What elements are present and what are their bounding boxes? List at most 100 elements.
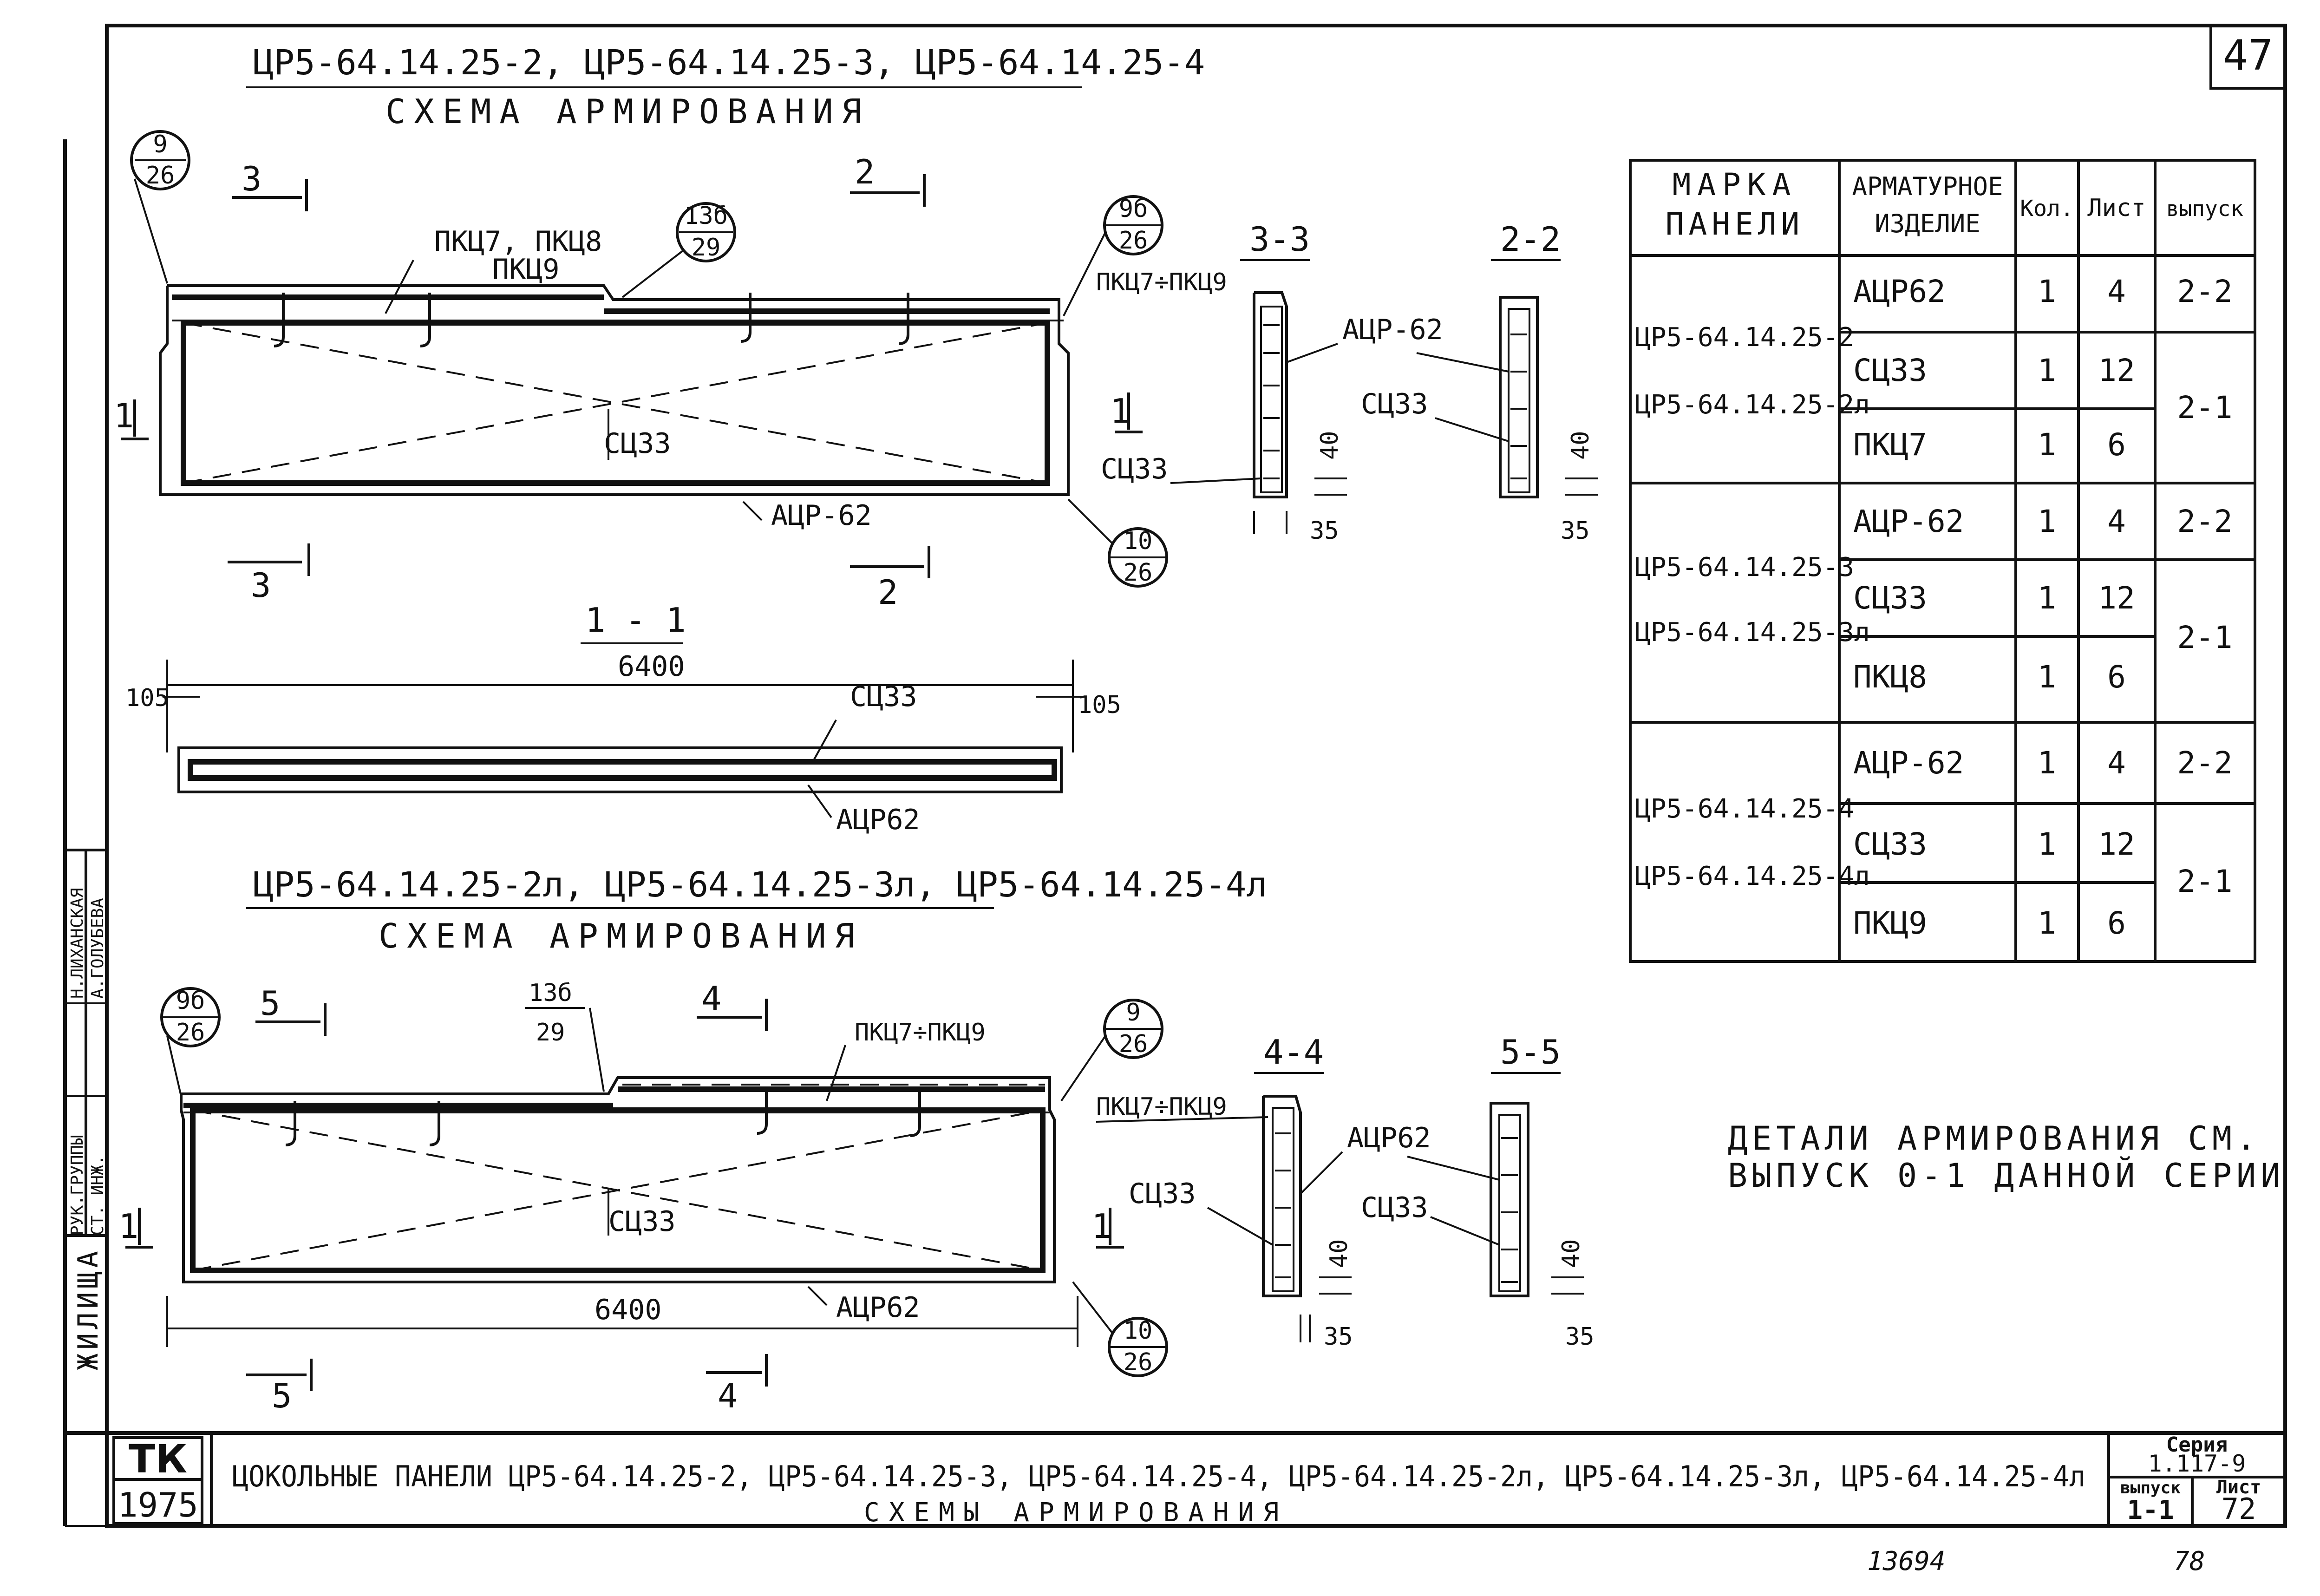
svg-text:105: 105 [1078,691,1121,719]
section-4-4: 4-4 ПКЦ7÷ПКЦ9 АЦР62 СЦ33 40 35 [1096,1033,1431,1351]
g1-r3-qty: 1 [2038,427,2056,463]
g2-r1-qty: 1 [2038,504,2056,539]
th-issue: выпуск [2166,196,2243,221]
th-item-2: ИЗДЕЛИЕ [1875,209,1980,238]
g3-r1-item: АЦР-62 [1853,745,1964,781]
svg-text:4: 4 [701,979,721,1018]
svg-text:26: 26 [1124,1348,1153,1376]
g2-r1-sheet: 4 [2107,504,2126,539]
stamp-role2: СТ. ИНЖ. [88,1155,107,1236]
svg-text:2: 2 [878,573,898,612]
svg-text:26: 26 [176,1019,205,1047]
th-mark-2: ПАНЕЛИ [1666,206,1804,242]
svg-text:26: 26 [1119,1030,1148,1058]
section-marker-3-top: 3 [232,159,308,211]
svg-text:2: 2 [855,152,875,191]
top-panel-marks: ЦР5-64.14.25-2, ЦР5-64.14.25-3, ЦР5-64.1… [253,43,1205,83]
svg-text:2-2: 2-2 [1500,220,1561,259]
tb-year: 1975 [118,1485,198,1524]
g2-issue-rest: 2-1 [2177,620,2232,655]
svg-text:АЦР-62: АЦР-62 [1342,314,1443,346]
svg-text:40: 40 [1325,1239,1353,1268]
bottom-scheme-title: СХЕМА АРМИРОВАНИЯ [379,916,863,955]
th-mark-1: МАРКА [1673,167,1797,203]
b-node-callout-left: 9б 26 [160,987,221,1097]
g2-mark-2: ЦР5-64.14.25-3л [1635,617,1870,648]
g1-r1-sheet: 4 [2107,274,2126,309]
svg-text:9: 9 [1126,999,1140,1027]
svg-text:СЦ33: СЦ33 [850,680,917,713]
section-3-3: 3-3 АЦР-62 СЦ33 40 35 [1101,220,1443,545]
b-node-callout-mid: 13б 29 [525,979,605,1092]
node-callout-left: 9 26 [130,130,190,284]
stamp-role1: РУК.ГРУППЫ [68,1135,87,1236]
top-panel-elevation [159,284,1070,496]
svg-text:29: 29 [692,234,721,262]
g1-r1-item: АЦР62 [1853,274,1946,309]
g3-r2-item: СЦ33 [1853,826,1927,862]
g2-r1-item: АЦР-62 [1853,504,1964,539]
g2-mark-1: ЦР5-64.14.25-3 [1635,552,1854,582]
svg-text:СЦ33: СЦ33 [1129,1177,1196,1210]
g1-mark-2: ЦР5-64.14.25-2л [1635,390,1870,420]
svg-text:1: 1 [114,396,134,435]
svg-text:6400: 6400 [618,650,685,683]
b-section-marker-5-top: 5 [255,984,327,1036]
section-2-2: 2-2 СЦ33 40 35 [1361,220,1598,545]
g3-r2-qty: 1 [2038,826,2056,862]
corner-number-box [2209,24,2287,90]
stamp-name2: А.ГОЛУБЕВА [88,898,107,999]
svg-text:13б: 13б [684,202,728,230]
g3-r1-qty: 1 [2038,745,2056,781]
tb-title-2: СХЕМЫ АРМИРОВАНИЯ [864,1498,1288,1528]
svg-text:35: 35 [1324,1323,1353,1351]
svg-text:СЦ33: СЦ33 [1361,388,1428,420]
top-label-pkc: ПКЦ7, ПКЦ8 [434,225,602,258]
side-stamp: ЖИЛИЩА РУК.ГРУППЫ СТ. ИНЖ. Н.ЛИХАНСКАЯ А… [64,849,108,1370]
g3-issue-first: 2-2 [2177,745,2232,781]
g1-r2-item: СЦ33 [1853,353,1927,388]
svg-text:3: 3 [242,159,261,198]
b-acr62-leader [807,1286,828,1306]
svg-text:40: 40 [1316,431,1344,460]
g2-r2-sheet: 12 [2098,580,2135,616]
svg-text:35: 35 [1310,517,1339,545]
g1-issue-rest: 2-1 [2177,390,2232,425]
svg-text:40: 40 [1557,1239,1585,1268]
svg-text:5-5: 5-5 [1500,1033,1561,1072]
section-marker-1-left: 1 [114,396,149,440]
g3-issue-rest: 2-1 [2177,863,2232,899]
tb-issue-value: 1-1 [2127,1495,2174,1525]
top-label-acr62: АЦР-62 [771,499,872,532]
section-marker-2-bottom: 2 [850,546,930,612]
section-marker-1-right: 1 [1110,392,1143,433]
b-range-leader [826,1045,846,1101]
th-qty: Кол. [2020,196,2074,222]
g1-r3-item: ПКЦ7 [1853,427,1927,463]
stamp-name1: Н.ЛИХАНСКАЯ [68,888,87,999]
svg-text:9б: 9б [1119,195,1148,223]
svg-text:10: 10 [1124,1317,1153,1345]
stamp-org: ЖИЛИЩА [72,1247,105,1370]
b-label-length: 6400 [595,1294,662,1326]
note-line-2: ВЫПУСК 0-1 ДАННОЙ СЕРИИ [1728,1157,2285,1195]
node-callout-right: 9б 26 [1063,195,1163,316]
corner-number: 47 [2223,31,2273,80]
note-line-1: ДЕТАЛИ АРМИРОВАНИЯ СМ. [1728,1119,2261,1158]
svg-text:1: 1 [118,1207,138,1246]
svg-text:ПКЦ7÷ПКЦ9: ПКЦ7÷ПКЦ9 [1096,1093,1227,1121]
g3-mark-2: ЦР5-64.14.25-4л [1635,861,1870,891]
b-node-callout-right: 9 26 [1060,999,1163,1102]
svg-text:СЦ33: СЦ33 [1101,453,1168,485]
svg-text:5: 5 [260,984,280,1023]
g3-r1-sheet: 4 [2107,745,2126,781]
acr62-leader [742,501,763,521]
svg-text:29: 29 [536,1019,565,1047]
footer-archive-number: 13694 [1867,1546,1946,1576]
bottom-panel-elevation [180,1076,1056,1283]
svg-text:АЦР62: АЦР62 [836,804,920,836]
svg-text:9б: 9б [176,987,205,1015]
g3-r3-qty: 1 [2038,905,2056,941]
th-item-1: АРМАТУРНОЕ [1852,172,2003,201]
